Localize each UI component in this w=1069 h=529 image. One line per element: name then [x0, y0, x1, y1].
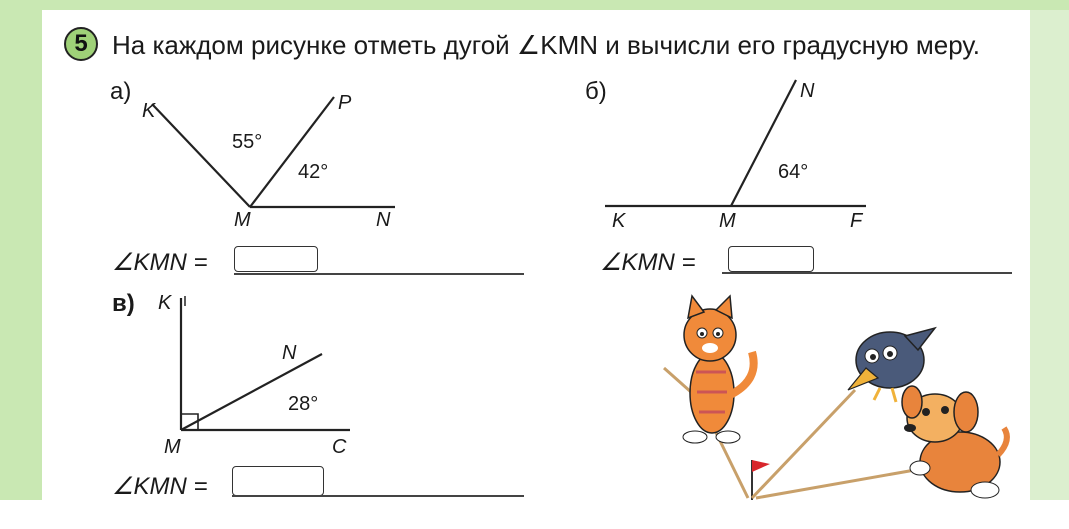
angle-value-28: 28° — [288, 393, 319, 415]
figure-a-lines — [151, 96, 395, 209]
rope-crow — [750, 388, 857, 500]
point-p-a: P — [338, 92, 352, 114]
angle-value-55: 55° — [232, 131, 263, 153]
figure-b-lines — [605, 79, 866, 208]
point-n-c: N — [282, 342, 297, 364]
equation-a: ∠KMN = — [112, 249, 208, 276]
cat-icon — [682, 294, 758, 444]
answer-box-a[interactable] — [234, 246, 318, 272]
illustration — [663, 294, 1010, 500]
point-k-b: K — [612, 210, 626, 232]
point-m-c: M — [164, 436, 181, 458]
equation-c: ∠KMN = — [112, 473, 208, 500]
angle-value-42: 42° — [298, 161, 329, 183]
answer-line-c — [232, 495, 524, 497]
point-n-b: N — [800, 80, 815, 102]
task-instruction: На каждом рисунке отметь дугой ∠KMN и вы… — [112, 30, 981, 60]
answer-box-c[interactable] — [232, 466, 324, 496]
angle-value-64: 64° — [778, 161, 809, 183]
right-angle-mark — [181, 413, 199, 430]
top-margin-band — [0, 0, 1069, 10]
bottom-blank — [0, 500, 1069, 529]
answer-box-b[interactable] — [728, 246, 814, 272]
right-margin-band — [1030, 10, 1069, 500]
ray-mn-c — [180, 353, 323, 431]
answer-line-a — [234, 273, 524, 275]
point-c-c: C — [332, 436, 347, 458]
answer-line-b — [722, 272, 1012, 274]
point-m-a: M — [234, 209, 251, 231]
point-f-b: F — [850, 210, 863, 232]
point-n-a: N — [376, 209, 391, 231]
point-k-c: K — [158, 292, 172, 314]
left-margin-band — [0, 10, 42, 500]
dog-icon — [901, 385, 1010, 499]
figure-a-label: а) — [110, 78, 132, 105]
ray-mp — [249, 96, 335, 208]
ray-mn-b — [730, 79, 797, 207]
figure-c-lines — [179, 298, 350, 432]
equation-b: ∠KMN = — [600, 249, 696, 276]
ray-mk — [151, 103, 251, 208]
point-m-b: M — [719, 210, 736, 232]
rope-dog — [755, 468, 916, 500]
crow-icon — [847, 326, 937, 403]
flag-icon — [752, 460, 770, 472]
figure-c-label: в) — [112, 290, 135, 317]
figure-b-label: б) — [585, 78, 607, 105]
task-number-badge: 5 — [64, 27, 98, 61]
point-k-a: K — [142, 100, 156, 122]
